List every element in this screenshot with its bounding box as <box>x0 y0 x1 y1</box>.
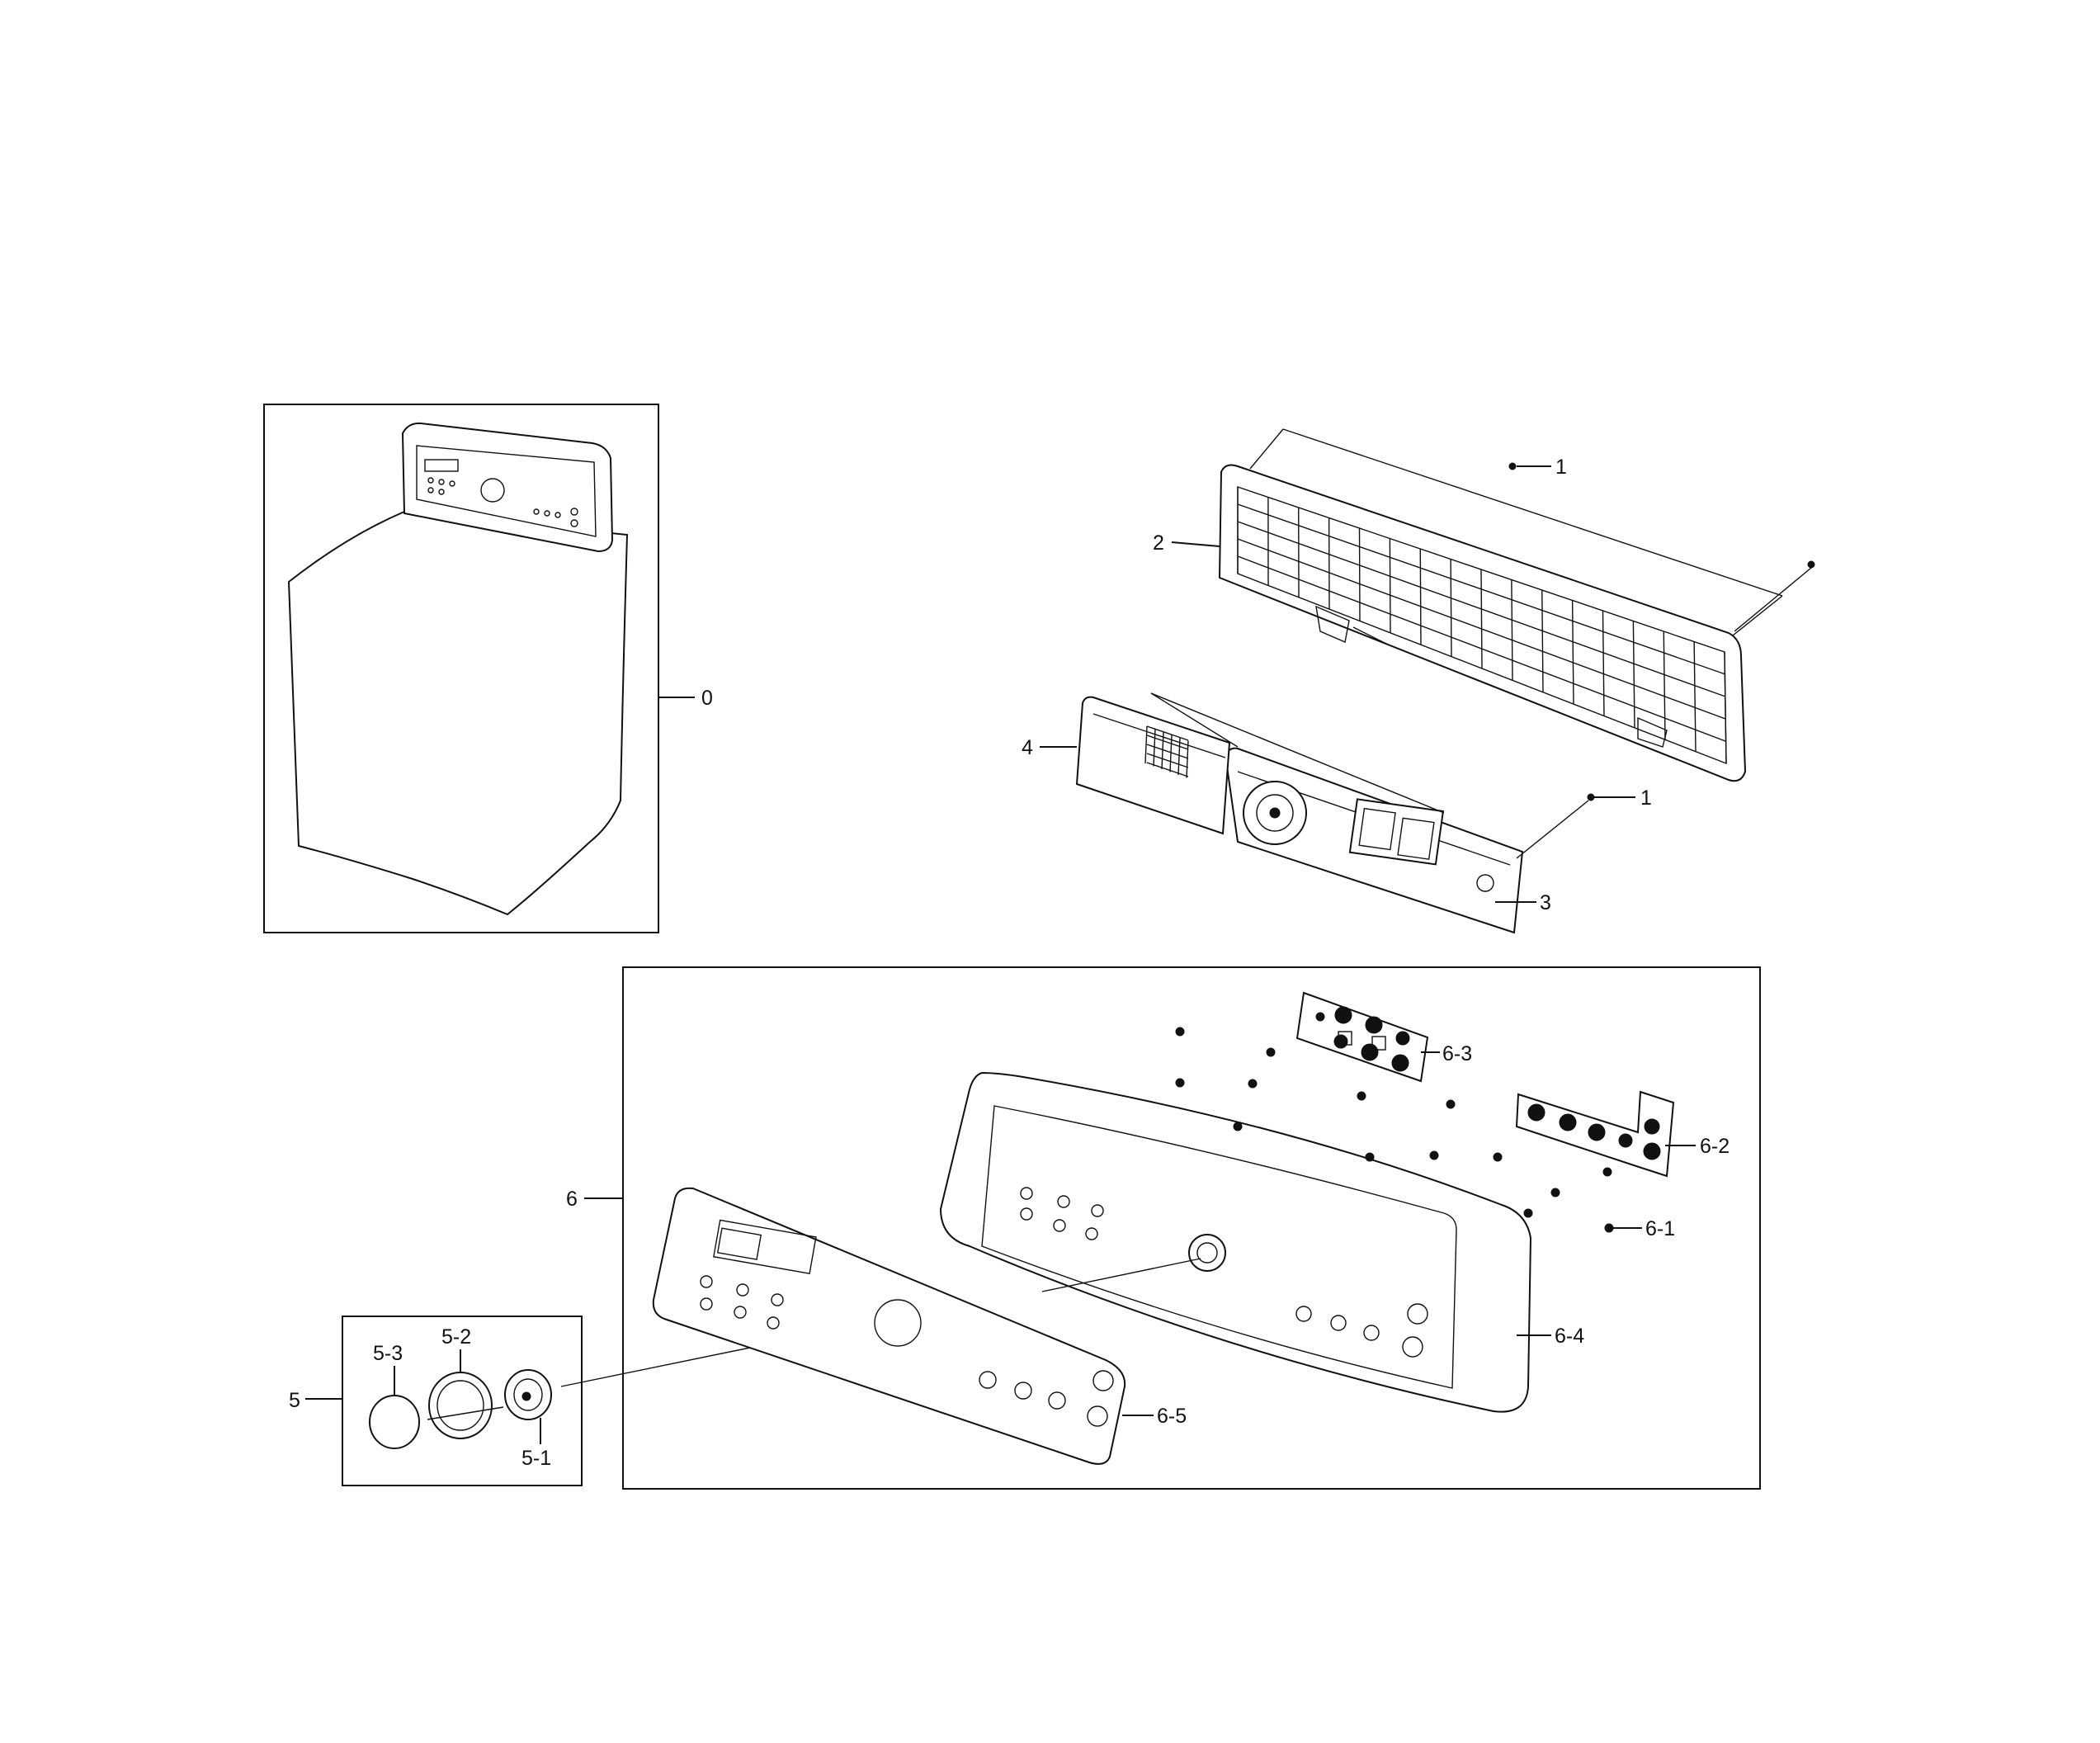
grid-line <box>1169 735 1173 772</box>
callout-6-5: 6-5 <box>1157 1405 1187 1428</box>
grid-line <box>1153 729 1156 767</box>
frame-panel-part-2: 2 1 <box>1153 428 1815 782</box>
grid-line <box>1146 762 1189 777</box>
grid-line <box>1146 735 1189 750</box>
callout-2: 2 <box>1153 531 1164 555</box>
grid-line <box>1602 610 1605 716</box>
callout-6-4: 6-4 <box>1555 1325 1584 1348</box>
grid-line <box>1571 600 1574 705</box>
grid-line <box>1541 589 1544 692</box>
grid-line <box>1419 548 1422 645</box>
callout-5: 5 <box>289 1389 300 1412</box>
callout-1-bottom: 1 <box>1640 786 1652 810</box>
grid-line <box>1480 569 1483 669</box>
grid-line <box>1146 744 1189 759</box>
grid-line <box>1144 725 1148 764</box>
grid-line <box>1186 740 1189 778</box>
grid-line <box>1632 621 1635 728</box>
grid-line <box>1724 651 1727 764</box>
grid-line <box>1146 753 1189 768</box>
grid-line <box>1237 555 1726 742</box>
grid-line <box>1237 538 1726 720</box>
callout-5-2: 5-2 <box>441 1325 471 1349</box>
callout-6-3: 6-3 <box>1442 1042 1472 1065</box>
callout-3: 3 <box>1540 891 1551 914</box>
overlay-part-6-5: 6-5 <box>652 1187 1187 1465</box>
grid-line <box>1177 737 1181 776</box>
grid-line <box>1663 631 1666 740</box>
washer-overview-group: 0 <box>263 404 713 933</box>
key-pcb-part-6-2: 6-2 <box>1515 1090 1730 1178</box>
grid-line <box>1693 641 1697 752</box>
console-housing-part-6-4: 6-4 <box>939 1071 1584 1413</box>
key-pcb-part-6-3: 6-3 <box>1295 991 1472 1083</box>
grid-line <box>1237 503 1726 675</box>
callout-4: 4 <box>1022 736 1033 759</box>
grid-line <box>1237 521 1726 697</box>
callout-6: 6 <box>566 1188 578 1211</box>
callout-5-3: 5-3 <box>373 1342 403 1365</box>
callout-0: 0 <box>701 687 713 710</box>
grid-line <box>1146 725 1189 741</box>
grid-line <box>1358 527 1361 621</box>
callout-5-1: 5-1 <box>521 1447 551 1470</box>
callout-6-2: 6-2 <box>1700 1135 1730 1158</box>
knob-group-5: 5 5-3 5-2 5-1 <box>289 1316 875 1486</box>
screws-part-6-1: 6-1 <box>1175 1027 1675 1240</box>
callout-6-1: 6-1 <box>1645 1217 1675 1240</box>
control-panel-group-6: 6 6-4 <box>566 966 1761 1490</box>
pcb-board-part-3: 3 1 <box>1150 692 1652 934</box>
grid-line <box>1161 731 1164 770</box>
callout-1-top: 1 <box>1555 456 1567 479</box>
sub-pcb-part-4: 4 <box>1022 696 1231 835</box>
